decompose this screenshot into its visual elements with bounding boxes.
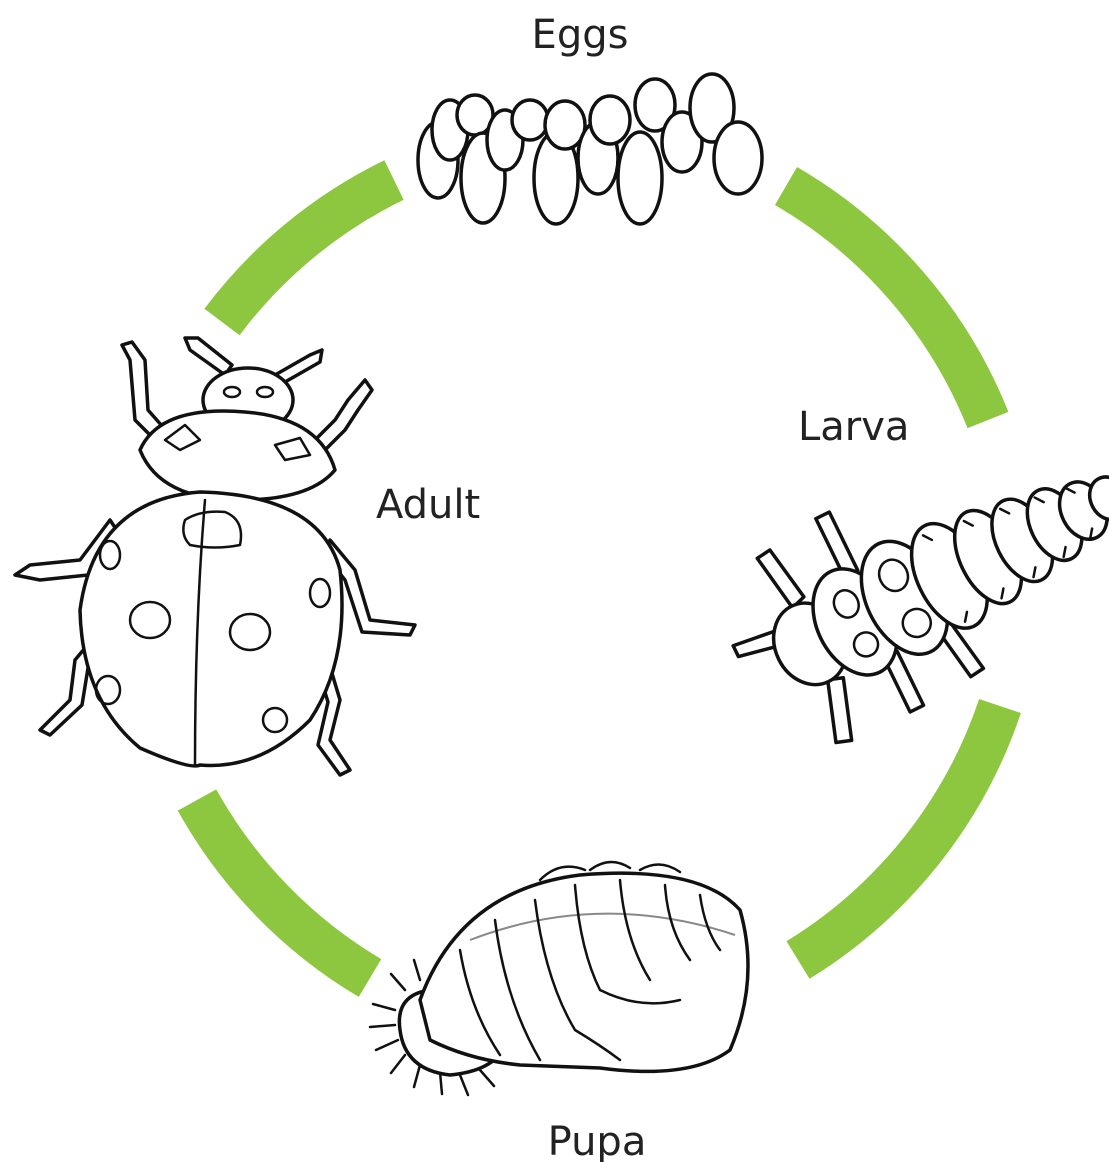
- eggs-illustration: [418, 74, 762, 224]
- arc-pupa-to-adult: [197, 800, 370, 978]
- label-larva: Larva: [798, 404, 909, 450]
- label-eggs: Eggs: [532, 12, 629, 58]
- arc-larva-to-pupa: [798, 706, 1000, 960]
- arc-adult-to-eggs: [222, 180, 394, 322]
- label-pupa: Pupa: [548, 1119, 647, 1162]
- pupa-illustration: [370, 862, 748, 1095]
- arc-eggs-to-larva: [786, 186, 988, 420]
- label-adult: Adult: [376, 482, 480, 528]
- adult-ladybug-illustration: [15, 338, 415, 775]
